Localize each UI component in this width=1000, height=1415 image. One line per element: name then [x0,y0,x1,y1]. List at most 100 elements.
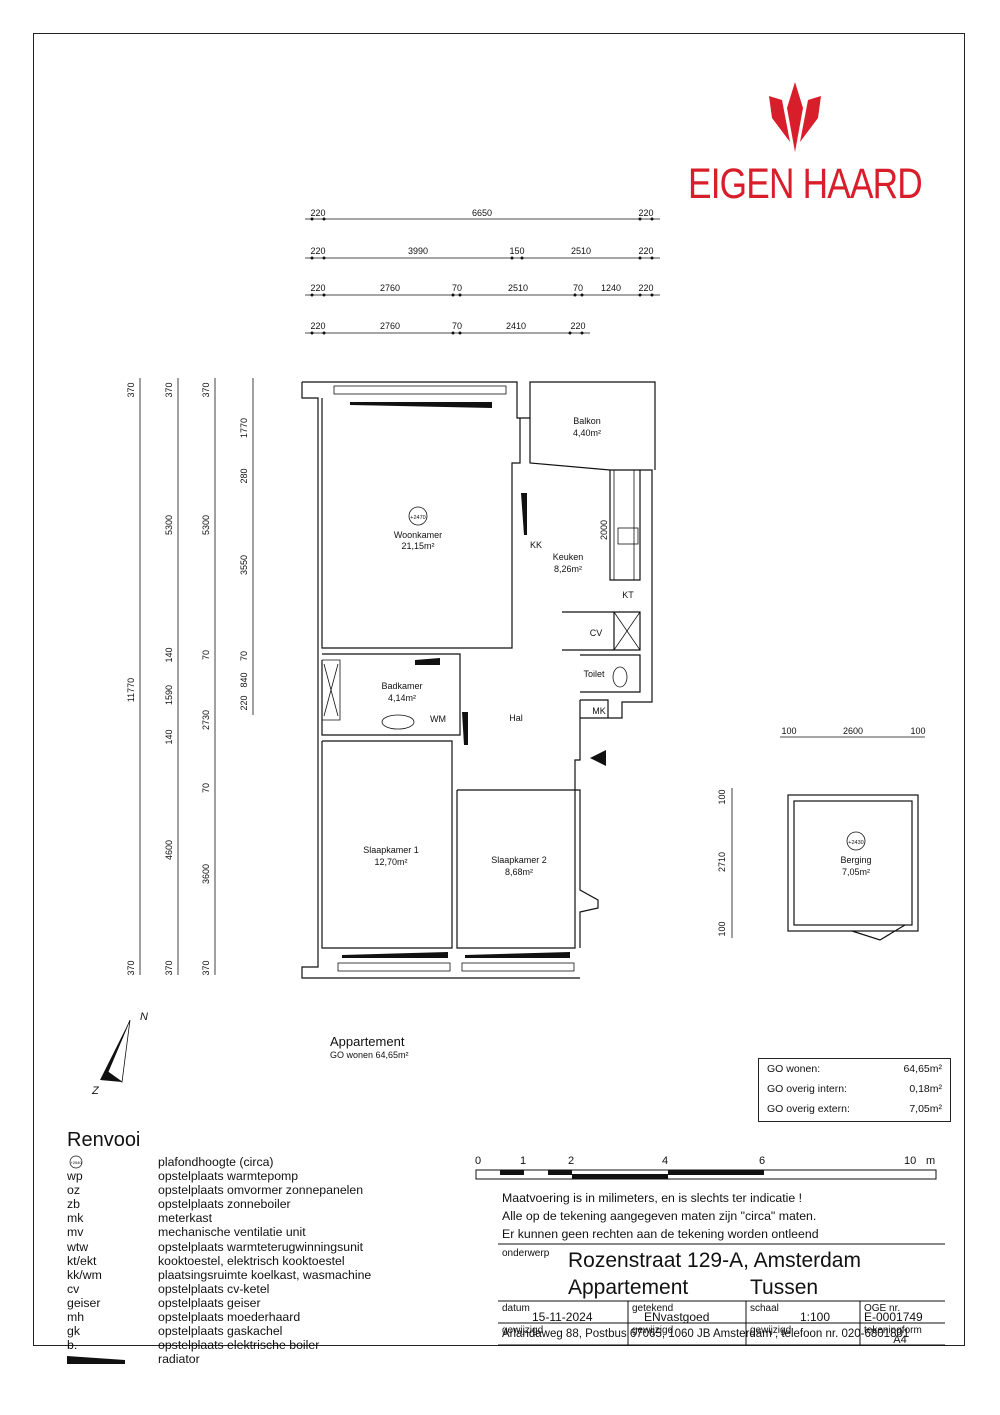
dim-label: 2760 [380,321,400,331]
ceiling-height-woonkamer: +2470 [410,515,425,521]
dim-label: 220 [570,321,585,331]
label-wm: WM [430,714,446,724]
radiator-symbol-icon [67,1356,125,1365]
svg-text:6: 6 [759,1155,765,1167]
room-area-keuken: 8,26m² [554,564,582,574]
svg-text:A4: A4 [893,1334,906,1346]
dim-label: 1240 [601,283,621,293]
room-area-badkamer: 4,14m² [388,693,416,703]
ceiling-height-berging: +2430 [848,840,863,846]
dim-label: 370 [201,960,211,975]
svg-text:15-11-2024: 15-11-2024 [532,1310,593,1324]
dim-label: 140 [164,729,174,744]
room-name-keuken: Keuken [553,552,584,562]
room-name-hal: Hal [509,713,523,723]
svg-text:Appartement: Appartement [568,1276,688,1299]
dim-label: 2760 [380,283,400,293]
svg-text:onderwerp: onderwerp [502,1248,550,1259]
dim-label: 3550 [239,555,249,575]
label-kk: KK [530,540,542,550]
dim-label: 2510 [571,246,591,256]
svg-text:schaal: schaal [750,1303,779,1314]
go-row: GO wonen:64,65m² [767,1063,942,1075]
dim-label: 70 [573,283,583,293]
svg-text:1:100: 1:100 [800,1310,830,1324]
room-name-balkon: Balkon [573,416,601,426]
dim-label: 1590 [164,685,174,705]
svg-text:4: 4 [662,1155,668,1167]
title-block: onderwerp Rozenstraat 129-A, Amsterdam A… [498,1243,945,1346]
go-row: GO overig intern:0,18m² [767,1083,942,1095]
svg-text:gewijzigd: gewijzigd [750,1325,791,1336]
svg-text:ENvastgoed: ENvastgoed [644,1310,709,1324]
dim-label: 3600 [201,864,211,884]
south-label: Z [91,1085,100,1097]
footer-address: Arlandaweg 88, Postbus 67065, 1060 JB Am… [502,1328,910,1340]
dim-label: 6650 [472,208,492,218]
room-area-slaapkamer2: 8,68m² [505,867,533,877]
label-toilet: Toilet [583,669,605,679]
dim-label: 370 [164,382,174,397]
dim-label: 280 [239,468,249,483]
list-item: radiator [67,1352,371,1366]
label-mk: MK [592,706,606,716]
room-area-berging: 7,05m² [842,867,870,877]
walls [301,381,656,979]
room-name-slaapkamer2: Slaapkamer 2 [491,855,547,865]
dim-label: 100 [781,726,796,736]
renvooi-title: Renvooi [67,1129,141,1151]
dim-label: 370 [201,382,211,397]
dim-label: 100 [910,726,925,736]
svg-text:m: m [926,1155,935,1167]
svg-text:tekeningform: tekeningform [864,1325,922,1336]
dim-label: 370 [126,382,136,397]
dim-label: 220 [310,321,325,331]
room-area-slaapkamer1: 12,70m² [374,857,407,867]
label-kt: KT [622,590,634,600]
room-name-badkamer: Badkamer [381,681,422,691]
dim-label: 1770 [239,418,249,438]
dim-label: 2410 [506,321,526,331]
svg-text:1: 1 [520,1155,526,1167]
go-row: GO overig extern:7,05m² [767,1103,942,1115]
svg-text:gewijzigd: gewijzigd [632,1325,673,1336]
room-name-slaapkamer1: Slaapkamer 1 [363,845,419,855]
north-arrow-icon: N Z [91,1011,148,1097]
dim-label: 220 [310,246,325,256]
brand-name: EIGEN HAARD [688,160,923,208]
dim-label: 220 [310,208,325,218]
berging-walls [787,794,919,941]
dim-label: 100 [717,921,727,936]
eigen-haard-logo-icon [769,82,821,152]
svg-text:0: 0 [475,1155,481,1167]
scale-bar: 0 1 2 4 6 10 m [475,1155,937,1180]
go-summary-box: GO wonen:64,65m² GO overig intern:0,18m²… [758,1058,951,1122]
dim-label: 840 [239,672,249,687]
dim-label: 2600 [843,726,863,736]
floor-plan: 220 6650 220 220 3990 150 2510 220 220 2… [91,208,926,1097]
dim-label: 220 [239,695,249,710]
dim-label: 4600 [164,840,174,860]
svg-text:OGE nr.: OGE nr. [864,1303,900,1314]
appartement-subtitle: GO wonen 64,65m² [330,1050,409,1060]
svg-text:getekend: getekend [632,1303,673,1314]
svg-text:10: 10 [904,1155,916,1167]
room-area-balkon: 4,40m² [573,428,601,438]
dim-label: 2510 [508,283,528,293]
appartement-title: Appartement [330,1034,405,1049]
svg-text:Rozenstraat 129-A, Amsterdam: Rozenstraat 129-A, Amsterdam [568,1249,861,1272]
label-cv: CV [590,628,603,638]
dim-label: 370 [126,960,136,975]
dim-label: 2000 [599,520,609,540]
dim-label: 70 [201,783,211,793]
dim-label: 220 [310,283,325,293]
room-name-woonkamer: Woonkamer [394,530,442,540]
